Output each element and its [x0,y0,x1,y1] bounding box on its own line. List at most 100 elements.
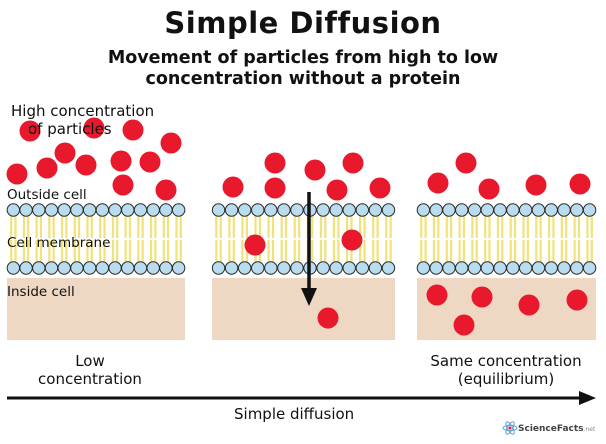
lipid-head [264,203,278,217]
lipid-head [381,203,396,217]
lipid-head [237,261,252,275]
lipid-head [557,203,571,217]
lipid-head [416,203,431,217]
lipid-head [44,203,59,217]
lipid-head [6,261,21,275]
lipid-head [506,203,520,217]
brand-suffix: .net [583,426,596,433]
subtitle-line-2: concentration without a protein [145,69,461,89]
lipid-head [442,203,456,217]
particle [6,163,28,185]
lipid-head [57,203,71,217]
lipid-head [171,203,186,217]
brand-name: ScienceFacts [518,424,584,434]
label-same-line-1: Same concentration [430,352,582,370]
lipid-head [108,203,122,217]
arrow-down-icon [301,192,317,306]
membrane-panels [6,203,597,340]
lipid-head [570,261,584,275]
particle [426,284,448,306]
particle [427,172,449,194]
particle [304,159,326,181]
lipid-head [290,203,304,217]
label-low-line-1: Low [75,352,105,370]
label-low-concentration: Low concentration [15,352,165,388]
cytoplasm-region [7,278,185,340]
label-low-line-2: concentration [38,370,142,388]
lipid-head [211,203,226,217]
lipid-head [355,203,370,217]
lipid-head [429,261,443,275]
particle [478,178,500,200]
lipid-head [277,261,291,275]
lipid-head [531,203,546,217]
particle [264,177,286,199]
lipid-head [290,261,304,275]
label-cell-membrane: Cell membrane [7,235,111,251]
label-simple-diffusion-axis: Simple diffusion [234,405,355,423]
lipid-head [557,261,571,275]
particle [569,173,591,195]
lipid-head [455,203,469,217]
lipid-head [416,261,431,275]
lipid-head [19,261,33,275]
lipid-head [251,203,265,217]
lipid-head [518,203,533,217]
lipid-head [531,261,546,275]
particle [317,307,339,329]
lipid-head [19,203,33,217]
particle [83,117,105,139]
lipid-head [159,261,173,275]
lipid-head [518,261,533,275]
lipid-head [329,203,343,217]
lipid-head [237,203,252,217]
particles [6,117,591,336]
lipid-head [224,261,239,275]
lipid-head [211,261,226,275]
lipid-head [342,203,356,217]
particle [471,286,493,308]
lipid-head [442,261,456,275]
lipid-head [133,203,148,217]
particle [455,152,477,174]
lipid-head [264,261,278,275]
lipid-head [44,261,59,275]
particle [19,120,41,142]
lipid-head [171,261,186,275]
label-same-line-2: (equilibrium) [457,370,555,388]
particle [36,157,58,179]
particle [122,119,144,141]
lipid-head [224,203,239,217]
lipid-head [570,203,584,217]
lipid-head [133,261,148,275]
particle [264,152,286,174]
lipid-head [57,261,71,275]
label-high-concentration: High concentration of particles [11,102,154,138]
particle [110,150,132,172]
cytoplasm-region [417,278,596,340]
page-title: Simple Diffusion [164,6,442,40]
lipid-head [342,261,356,275]
lipid-head [381,261,396,275]
particle [155,179,177,201]
lipid-head [316,203,330,217]
lipid-head [32,261,46,275]
lipid-head [251,261,265,275]
lipid-head [277,203,291,217]
lipid-head [429,203,443,217]
lipid-head [582,203,597,217]
lipid-head [368,203,383,217]
particle [326,179,348,201]
label-outside-cell: Outside cell [7,187,87,203]
lipid-head [32,203,46,217]
lipid-head [316,261,330,275]
lipid-head [70,203,84,217]
page-subtitle: Movement of particles from high to low c… [0,48,606,90]
particle [369,177,391,199]
particle [341,229,363,251]
lipid-head [146,261,160,275]
lipid-head [582,261,597,275]
particle [566,289,588,311]
particle [112,174,134,196]
lipid-head [121,203,135,217]
